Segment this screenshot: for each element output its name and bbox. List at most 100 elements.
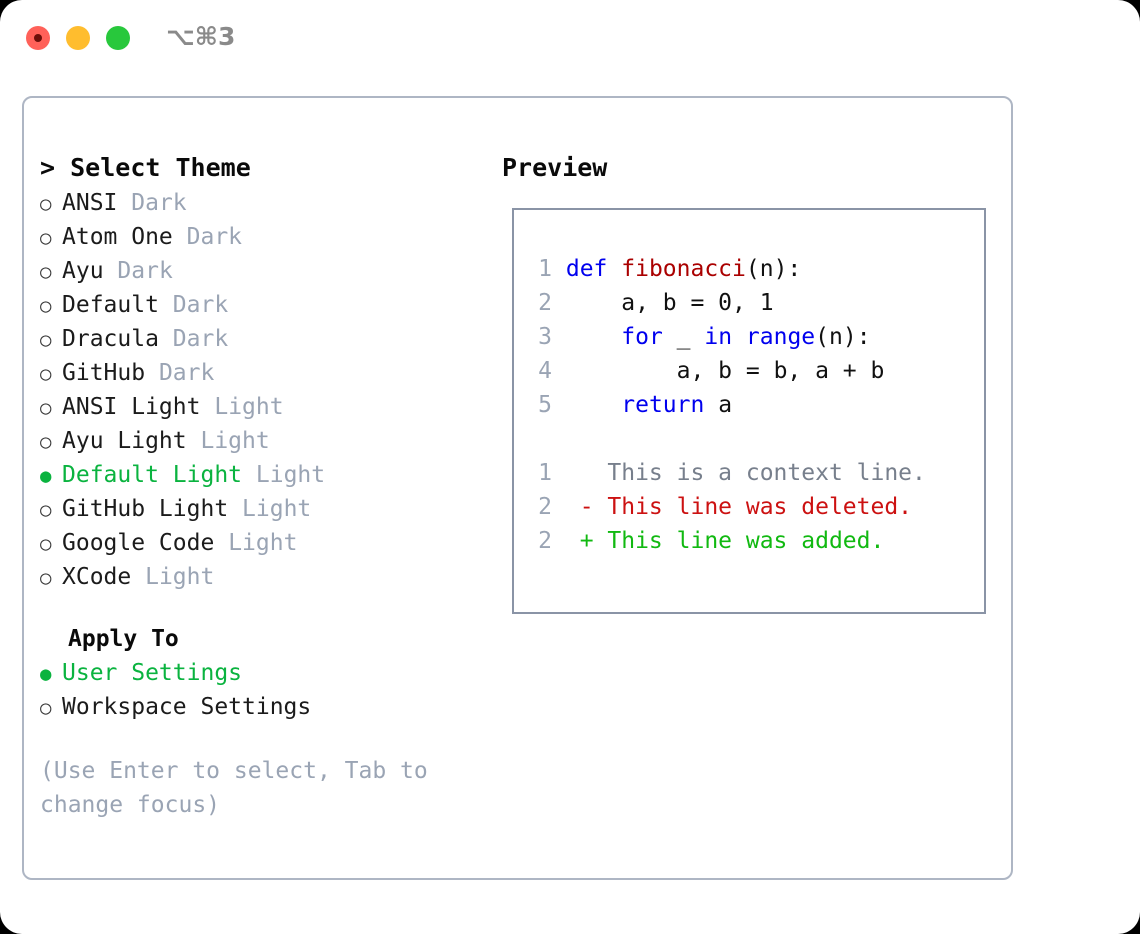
code-token: a [704,392,733,418]
window-titlebar: ⌥⌘3 [0,0,1140,78]
diff-line: 1 This is a context line. [526,456,926,490]
theme-list-item[interactable]: Ayu Dark [40,254,480,288]
theme-name: Google Code [62,530,215,556]
prompt-caret: > [40,153,56,182]
radio-unselected-icon[interactable] [40,390,62,425]
theme-kind-badge: Light [214,394,284,420]
diff-line-number: 1 [538,460,552,486]
spacer [117,190,131,216]
theme-list-item[interactable]: GitHub Dark [40,356,480,390]
spacer [104,258,118,284]
theme-list-item[interactable]: ANSI Dark [40,186,480,220]
radio-unselected-icon[interactable] [40,254,62,289]
diff-line: 2 + This line was added. [526,524,926,558]
radio-selected-icon[interactable] [40,656,62,691]
diff-line: 2 - This line was deleted. [526,490,926,524]
theme-kind-badge: Light [228,530,298,556]
select-theme-title: Select Theme [70,153,251,182]
theme-list-column: > Select Theme ANSI DarkAtom One DarkAyu… [40,150,480,822]
apply-to-option[interactable]: Workspace Settings [40,690,480,724]
code-token: def [565,256,622,282]
theme-name: GitHub [62,360,146,386]
code-line: 5 return a [526,388,884,422]
diff-marker: + [552,528,608,554]
theme-kind-badge: Light [242,496,312,522]
radio-unselected-icon[interactable] [40,492,62,527]
preview-title: Preview [502,153,608,182]
theme-list-item[interactable]: Dracula Dark [40,322,480,356]
theme-name: Ayu Light [62,428,187,454]
spacer [200,394,214,420]
theme-name: Atom One [62,224,173,250]
gutter-gap [552,324,566,350]
theme-kind-badge: Light [145,564,215,590]
apply-to-label: User Settings [62,660,243,686]
theme-name: Default [62,292,159,318]
theme-kind-badge: Dark [131,190,187,216]
spacer [187,428,201,454]
spacer [214,530,228,556]
code-token: in [704,324,733,350]
theme-list-item[interactable]: Google Code Light [40,526,480,560]
theme-name: XCode [62,564,132,590]
radio-unselected-icon[interactable] [40,322,62,357]
theme-list-item[interactable]: GitHub Light Light [40,492,480,526]
diff-text: This line was added. [607,528,885,554]
diff-line-number: 2 [538,528,552,554]
minimize-window-button[interactable] [66,26,90,50]
preview-column: Preview 1 def fibonacci(n): 2 a, b = 0, 1… [502,150,1002,614]
radio-unselected-icon[interactable] [40,356,62,391]
diff-marker: - [552,494,608,520]
theme-list-item[interactable]: ANSI Light Light [40,390,480,424]
radio-unselected-icon[interactable] [40,526,62,561]
theme-list-item[interactable]: Ayu Light Light [40,424,480,458]
gutter-gap [552,256,566,282]
theme-name: Ayu [62,258,104,284]
code-line-number: 2 [538,290,552,316]
spacer [173,224,187,250]
radio-unselected-icon[interactable] [40,220,62,255]
theme-kind-badge: Dark [117,258,173,284]
theme-kind-badge: Light [255,462,326,488]
apply-to-option[interactable]: User Settings [40,656,480,690]
gutter-gap [552,392,566,418]
apply-to-section: Apply To User SettingsWorkspace Settings [40,622,480,724]
radio-selected-icon[interactable] [40,458,62,493]
theme-list-item[interactable]: Default Dark [40,288,480,322]
code-token: (n): [815,324,871,350]
radio-unselected-icon[interactable] [40,186,62,221]
spacer [131,564,145,590]
theme-kind-badge: Dark [172,326,229,352]
radio-unselected-icon[interactable] [40,560,62,595]
diff-sample: 1 This is a context line.2 - This line w… [526,456,926,558]
radio-unselected-icon[interactable] [40,288,62,323]
theme-kind-badge: Dark [186,224,243,250]
theme-list-item[interactable]: XCode Light [40,560,480,594]
code-line-number: 3 [538,324,552,350]
apply-to-list: User SettingsWorkspace Settings [40,656,480,724]
code-token: range [745,324,816,350]
diff-line-number: 2 [538,494,552,520]
code-line-number: 1 [538,256,552,282]
apply-to-header: Apply To [68,626,179,652]
theme-name: ANSI Light [62,394,201,420]
theme-list-item[interactable]: Default Light Light [40,458,480,492]
theme-list-item[interactable]: Atom One Dark [40,220,480,254]
code-line: 1 def fibonacci(n): [526,252,884,286]
radio-unselected-icon[interactable] [40,690,62,725]
theme-selector-panel: > Select Theme ANSI DarkAtom One DarkAyu… [22,96,1013,880]
radio-unselected-icon[interactable] [40,424,62,459]
spacer [228,496,242,522]
select-theme-header: > Select Theme [40,150,480,186]
diff-text: This is a context line. [607,460,926,486]
spacer [242,462,256,488]
close-window-button[interactable] [26,26,50,50]
maximize-window-button[interactable] [106,26,130,50]
code-token: for [621,324,663,350]
code-token: (n): [745,256,802,282]
keyboard-hint: (Use Enter to select, Tab to change focu… [40,758,442,818]
code-token: a, b = 0, 1 [565,290,774,316]
select-theme-label [55,153,70,182]
theme-name: Dracula [62,326,159,352]
